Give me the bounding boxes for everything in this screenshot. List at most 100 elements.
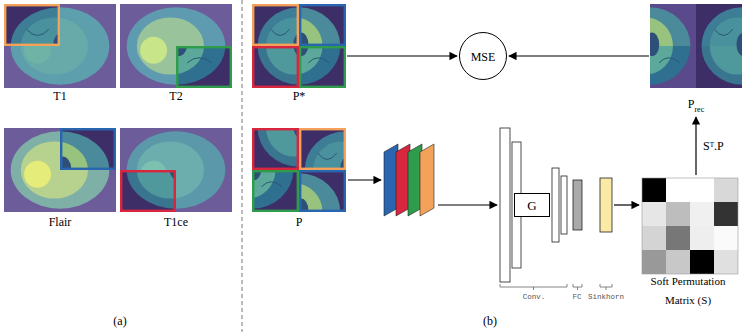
matrix-cell xyxy=(666,226,690,250)
image-tile xyxy=(299,170,346,212)
image-tile xyxy=(696,46,742,88)
flow-arrow xyxy=(614,204,639,205)
image-tile xyxy=(176,46,232,88)
mri-scan xyxy=(120,4,232,88)
layer-label: Sinkhorn xyxy=(588,293,624,301)
sulci xyxy=(650,46,679,63)
reconstructed-image: Prec xyxy=(650,4,742,114)
bracket xyxy=(573,284,582,290)
brain-matter xyxy=(313,141,346,170)
scan-ground xyxy=(4,4,116,88)
mri-scan xyxy=(120,128,232,212)
matrix-cell xyxy=(642,202,666,226)
lesion xyxy=(24,161,51,188)
brain-tissue xyxy=(702,7,742,46)
brain-matter xyxy=(299,17,322,46)
node-label: T2 xyxy=(169,89,182,103)
text-wrap: Flair xyxy=(49,212,72,230)
brain-matter xyxy=(710,46,742,75)
sulci xyxy=(650,29,679,46)
matrix-cell xyxy=(690,226,714,250)
text-wrap: T2 xyxy=(169,86,182,104)
matrix-cell xyxy=(690,202,714,226)
loss-circle: MSE xyxy=(459,32,507,80)
puzzle-image: P* xyxy=(252,4,346,104)
tile-border xyxy=(253,129,298,169)
scan-body xyxy=(120,128,232,212)
scan-ground xyxy=(4,128,116,212)
sulci xyxy=(318,153,346,170)
matrix-cell xyxy=(714,178,738,202)
conv-layer xyxy=(500,128,510,282)
node-label: T1ce xyxy=(164,215,188,229)
brain-tissue xyxy=(252,170,293,209)
matrix-cell xyxy=(666,178,690,202)
image-tile xyxy=(4,4,60,46)
brain-matter xyxy=(266,17,299,46)
conv-layer xyxy=(552,168,559,242)
matrix-cell xyxy=(714,250,738,274)
image-tile xyxy=(120,170,176,212)
image-tile xyxy=(299,46,346,88)
network-box: G xyxy=(514,193,550,217)
image-tile xyxy=(299,128,346,170)
matrix-cell xyxy=(642,226,666,250)
modality-image: T1 xyxy=(4,4,116,104)
sulci xyxy=(271,128,299,145)
mri-scan xyxy=(4,128,116,212)
edge-label: Sᵀ.P xyxy=(701,139,726,154)
image-tile xyxy=(650,4,696,46)
sulci xyxy=(271,46,299,63)
node-label: Soft Permutation Matrix (S) xyxy=(651,275,726,305)
flow-arrow xyxy=(695,117,696,175)
ventricle xyxy=(736,46,742,56)
image-tile xyxy=(252,4,299,46)
flow-arrow xyxy=(509,55,649,56)
brain-tissue xyxy=(11,7,60,46)
text-wrap: Soft Permutation Matrix (S) xyxy=(636,271,740,308)
puzzle-image xyxy=(211,89,388,250)
sulci xyxy=(714,29,742,46)
layer-label: FC xyxy=(572,293,581,301)
mri-scan xyxy=(4,4,116,88)
matrix-cell xyxy=(642,250,666,274)
node-label: MSE xyxy=(471,50,496,64)
panel-divider xyxy=(242,0,243,332)
scan-body xyxy=(4,128,116,212)
brain-tissue xyxy=(258,7,299,46)
brain-tissue xyxy=(650,46,690,85)
matrix-cell xyxy=(690,250,714,274)
panel-label: (a) xyxy=(113,314,126,329)
bracket xyxy=(500,284,567,290)
conv-layer xyxy=(561,176,567,234)
ventricle xyxy=(650,46,659,56)
flow-arrow xyxy=(347,55,457,56)
brain-tissue xyxy=(299,7,340,46)
feature-map xyxy=(420,144,434,216)
tile-border xyxy=(177,47,231,87)
sinkhorn-layer xyxy=(600,178,612,232)
sulci xyxy=(60,153,96,170)
bracket xyxy=(600,284,612,290)
fc-layer xyxy=(573,180,582,230)
puzzle-image: P xyxy=(252,128,346,230)
node-label: G xyxy=(527,198,536,213)
tile-border xyxy=(253,47,298,87)
tile-border xyxy=(5,5,59,45)
text-wrap: T1ce xyxy=(164,212,188,230)
image-tile xyxy=(252,46,299,88)
modality-image: T1ce xyxy=(120,128,232,230)
brain-matter xyxy=(21,17,60,46)
matrix-cell xyxy=(642,178,666,202)
brain-tissue xyxy=(176,46,225,85)
text-wrap: MSE xyxy=(471,47,496,65)
text-wrap: G xyxy=(527,196,536,214)
sulci xyxy=(26,29,60,46)
sulci xyxy=(142,170,176,187)
tile-border xyxy=(253,5,298,45)
brain-tissue xyxy=(299,46,340,85)
matrix-cell xyxy=(666,250,690,274)
scan-body xyxy=(4,4,116,88)
